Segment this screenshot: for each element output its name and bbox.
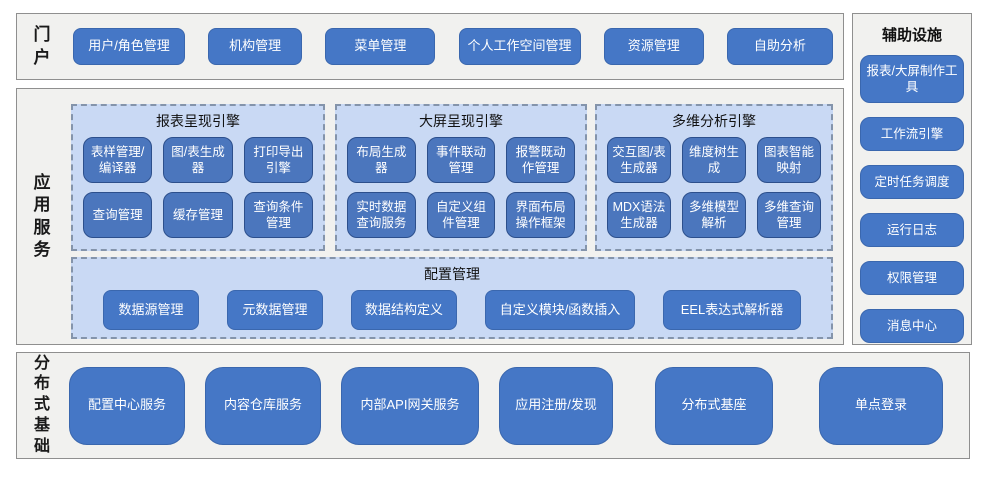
engine-module: 图/表生成器	[163, 137, 233, 183]
olap-engine-panel: 多维分析引擎 交互图/表生成器 维度树生成 图表智能映射 MDX语法生成器 多维…	[595, 104, 833, 251]
app-services-section: 应用服务 报表呈现引擎 表样管理/编译器 图/表生成器 打印导出引擎 查询管理 …	[16, 88, 844, 345]
config-management-title: 配置管理	[424, 266, 480, 282]
distributed-buttons: 配置中心服务 内容仓库服务 内部API网关服务 应用注册/发现 分布式基座 单点…	[69, 366, 943, 445]
engine-module: 表样管理/编译器	[83, 137, 153, 183]
portal-buttons: 用户/角色管理 机构管理 菜单管理 个人工作空间管理 资源管理 自助分析	[73, 28, 833, 65]
report-engine-grid: 表样管理/编译器 图/表生成器 打印导出引擎 查询管理 缓存管理 查询条件管理	[73, 131, 323, 238]
engine-module: 布局生成器	[347, 137, 416, 183]
auxiliary-module: 运行日志	[860, 213, 964, 247]
app-services-section-label: 应用服务	[33, 173, 51, 259]
auxiliary-module: 权限管理	[860, 261, 964, 295]
config-module: 数据源管理	[103, 290, 199, 330]
engine-module: 多维查询管理	[757, 192, 821, 238]
config-module: EEL表达式解析器	[663, 290, 801, 330]
bigscreen-engine-title: 大屏呈现引擎	[419, 113, 503, 129]
infra-module: 内容仓库服务	[205, 366, 321, 445]
engine-module: 图表智能映射	[757, 137, 821, 183]
portal-module: 自助分析	[726, 28, 833, 65]
report-engine-title: 报表呈现引擎	[156, 113, 240, 129]
portal-section: 门户 用户/角色管理 机构管理 菜单管理 个人工作空间管理 资源管理 自助分析	[16, 13, 844, 80]
engine-module: 打印导出引擎	[243, 137, 313, 183]
portal-module: 机构管理	[208, 28, 303, 65]
auxiliary-module: 定时任务调度	[860, 165, 964, 199]
report-engine-panel: 报表呈现引擎 表样管理/编译器 图/表生成器 打印导出引擎 查询管理 缓存管理 …	[71, 104, 325, 251]
distributed-base-section: 分布式基础 配置中心服务 内容仓库服务 内部API网关服务 应用注册/发现 分布…	[16, 352, 970, 459]
auxiliary-section: 辅助设施 报表/大屏制作工具 工作流引擎 定时任务调度 运行日志 权限管理 消息…	[852, 13, 972, 345]
olap-engine-title: 多维分析引擎	[672, 113, 756, 129]
engine-module: 界面布局操作框架	[506, 192, 575, 238]
app-services-content: 报表呈现引擎 表样管理/编译器 图/表生成器 打印导出引擎 查询管理 缓存管理 …	[71, 89, 835, 344]
config-management-panel: 配置管理 数据源管理 元数据管理 数据结构定义 自定义模块/函数插入 EEL表达…	[71, 257, 833, 339]
engine-module: 多维模型解析	[682, 192, 746, 238]
auxiliary-module: 工作流引擎	[860, 117, 964, 151]
engine-module: 查询管理	[83, 192, 153, 238]
engine-module: 交互图/表生成器	[607, 137, 671, 183]
portal-module: 个人工作空间管理	[458, 28, 581, 65]
infra-module: 配置中心服务	[69, 366, 185, 445]
config-module: 元数据管理	[227, 290, 323, 330]
engine-module: 实时数据查询服务	[347, 192, 416, 238]
engine-module: MDX语法生成器	[607, 192, 671, 238]
auxiliary-section-title: 辅助设施	[881, 27, 942, 44]
portal-module: 菜单管理	[325, 28, 436, 65]
config-module: 数据结构定义	[351, 290, 457, 330]
auxiliary-module: 消息中心	[860, 309, 964, 343]
infra-module: 应用注册/发现	[499, 366, 613, 445]
portal-section-label: 门户	[33, 25, 51, 67]
engine-module: 查询条件管理	[243, 192, 313, 238]
portal-module: 用户/角色管理	[73, 28, 185, 65]
bigscreen-engine-grid: 布局生成器 事件联动管理 报警既动作管理 实时数据查询服务 自定义组件管理 界面…	[337, 131, 585, 238]
infra-module: 分布式基座	[655, 366, 773, 445]
engine-module: 自定义组件管理	[426, 192, 496, 238]
infra-module: 内部API网关服务	[341, 366, 479, 445]
infra-module: 单点登录	[819, 366, 943, 445]
distributed-base-label: 分布式基础	[33, 354, 50, 455]
engine-module: 报警既动作管理	[506, 137, 575, 183]
config-buttons: 数据源管理 元数据管理 数据结构定义 自定义模块/函数插入 EEL表达式解析器	[73, 284, 831, 330]
portal-module: 资源管理	[603, 28, 704, 65]
bigscreen-engine-panel: 大屏呈现引擎 布局生成器 事件联动管理 报警既动作管理 实时数据查询服务 自定义…	[335, 104, 587, 251]
engine-module: 维度树生成	[682, 137, 746, 183]
olap-engine-grid: 交互图/表生成器 维度树生成 图表智能映射 MDX语法生成器 多维模型解析 多维…	[597, 131, 831, 238]
engine-module: 缓存管理	[163, 192, 233, 238]
config-module: 自定义模块/函数插入	[485, 290, 635, 330]
auxiliary-module: 报表/大屏制作工具	[860, 55, 964, 103]
engine-module: 事件联动管理	[426, 137, 496, 183]
